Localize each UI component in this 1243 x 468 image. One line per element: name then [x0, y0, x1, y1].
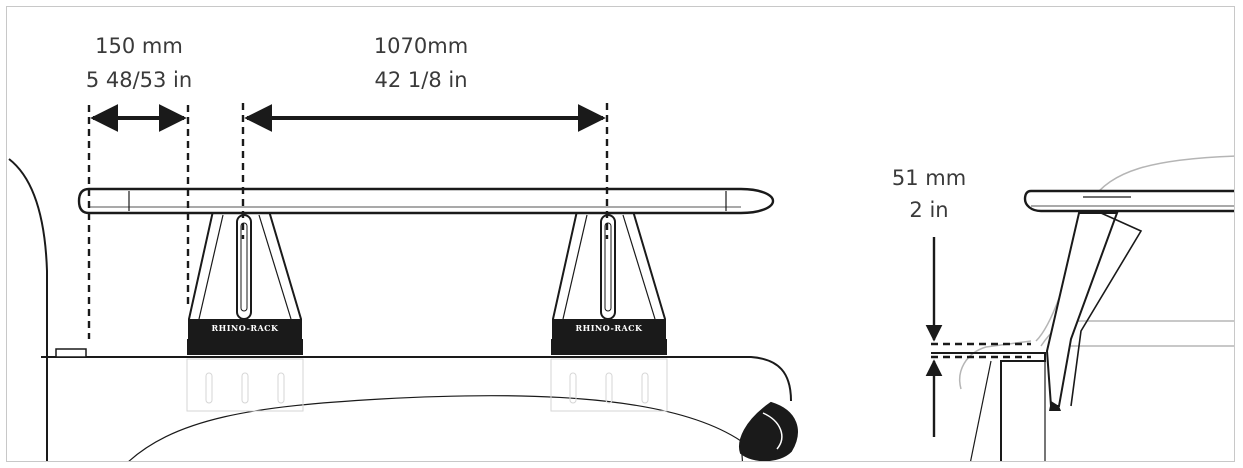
reference-dashes: [87, 103, 609, 339]
brand-label-left: RHINO-RACK: [211, 323, 279, 333]
vehicle-end-view: [931, 352, 1046, 461]
roof-rack-diagram: RHINO-RACK RHINO-RACK 150 mm 5 48/53 in …: [8, 34, 1234, 461]
overhang-metric-label: 150 mm: [95, 34, 183, 58]
rack-end-profile: [1023, 189, 1234, 411]
brand-label-right: RHINO-RACK: [575, 323, 643, 333]
vehicle-body-side: [8, 158, 798, 461]
spacing-metric-label: 1070mm: [374, 34, 468, 58]
mount-feet-ghost: [186, 358, 668, 412]
overhang-imperial-label: 5 48/53 in: [86, 68, 192, 92]
height-reference-dashes: [931, 342, 1031, 359]
diagram-frame: RHINO-RACK RHINO-RACK 150 mm 5 48/53 in …: [6, 6, 1235, 462]
rack-leg-right: RHINO-RACK: [551, 210, 667, 355]
rack-leg-left: RHINO-RACK: [187, 210, 303, 355]
height-metric-label: 51 mm: [892, 166, 966, 190]
height-imperial-label: 2 in: [909, 198, 948, 222]
crossbar: [77, 187, 775, 215]
spacing-imperial-label: 42 1/8 in: [374, 68, 467, 92]
